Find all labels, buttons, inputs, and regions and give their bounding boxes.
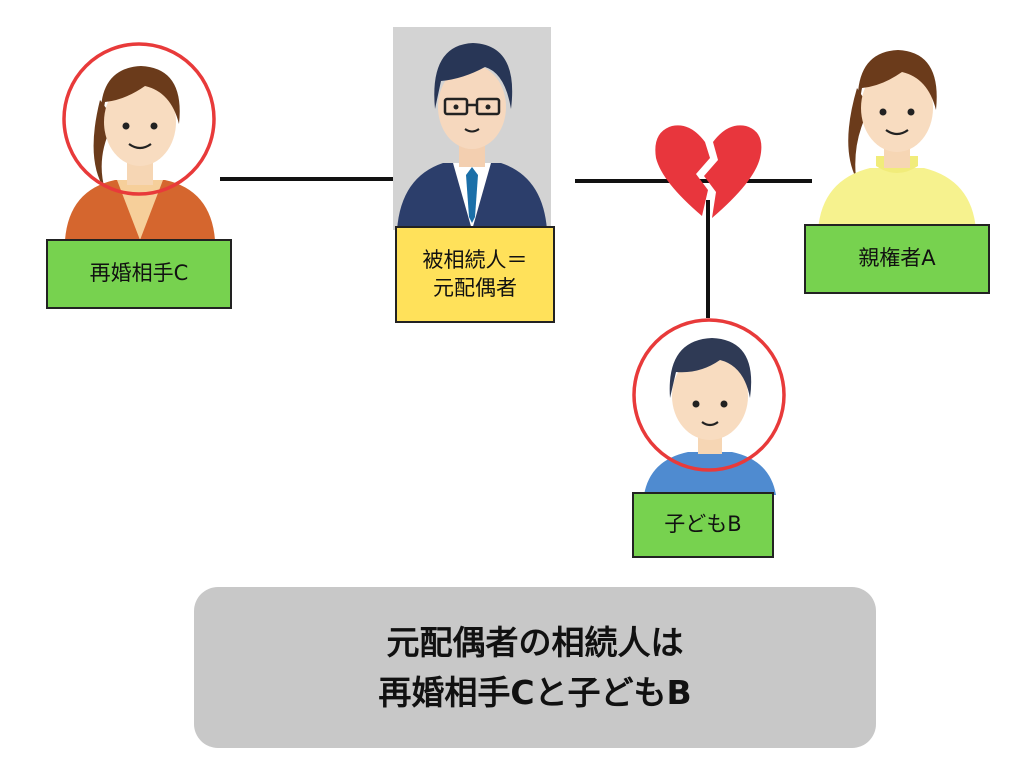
summary-box: 元配偶者の相続人は 再婚相手Cと子どもB	[194, 587, 876, 748]
partner-c-highlight-ring	[62, 42, 216, 196]
custodian-a-avatar	[818, 50, 976, 230]
custodian-a-label: 親権者A	[804, 224, 990, 294]
broken-heart-icon	[655, 125, 762, 218]
child-b-label: 子どもB	[632, 492, 774, 558]
partner-c-avatar	[65, 66, 215, 240]
deceased-avatar	[397, 43, 547, 230]
summary-line-1: 元配偶者の相続人は	[386, 623, 684, 662]
deceased-label: 被相続人＝ 元配偶者	[395, 226, 555, 323]
child-b-highlight-ring	[632, 318, 786, 472]
summary-line-2: 再婚相手Cと子どもB	[378, 672, 692, 712]
partner-c-label: 再婚相手C	[46, 239, 232, 309]
